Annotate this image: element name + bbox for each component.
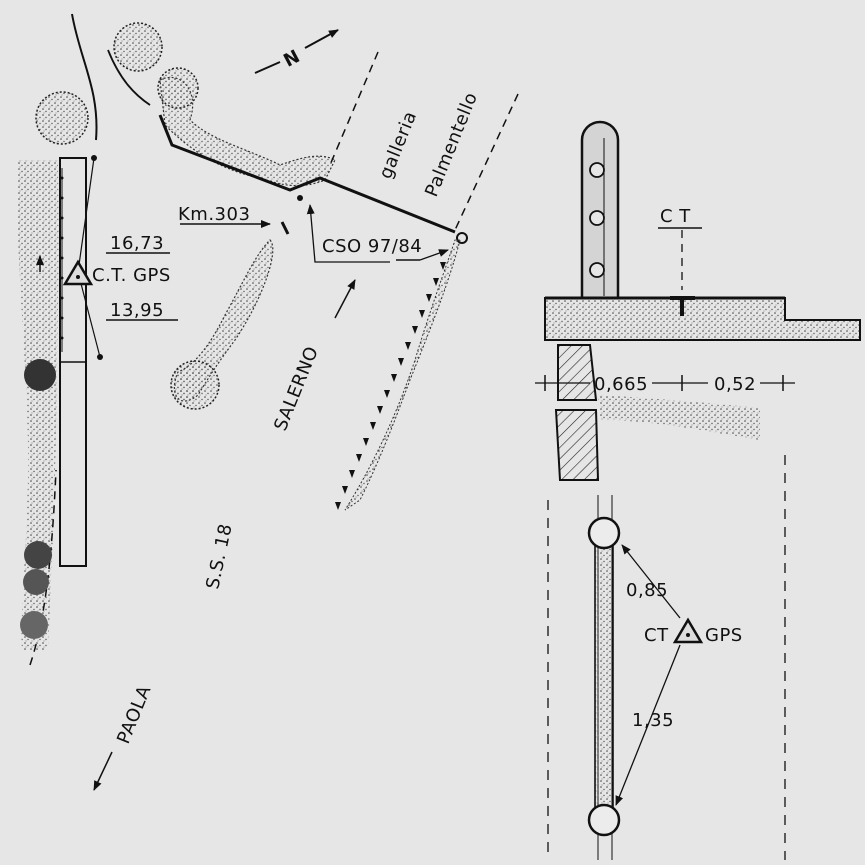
cross-section — [544, 120, 861, 481]
plan-gps-label: GPS — [705, 625, 743, 646]
ct-section-label: C T — [660, 206, 691, 227]
guardrail-top — [158, 114, 456, 234]
road-edge-left-curve — [71, 13, 98, 141]
paola-arrow — [93, 751, 113, 791]
plan-pole-top — [587, 516, 621, 550]
salerno-label: SALERNO — [270, 343, 323, 434]
cso-label: CSO 97/84 — [322, 236, 422, 257]
bush-left-mid — [24, 359, 56, 391]
tunnel-line-2 — [454, 93, 519, 231]
ct-gps-marker-left — [62, 259, 94, 286]
plan-ct-label: CT — [644, 625, 669, 646]
north-arrow — [254, 29, 339, 74]
section-right-dimension: 0,52 — [714, 374, 756, 395]
bush-left-bottom — [20, 541, 52, 639]
north-label: N — [280, 46, 304, 72]
plan-top-dimension: 0,85 — [626, 580, 668, 601]
section-left-dimension: 0,665 — [594, 374, 648, 395]
plan-view — [547, 455, 786, 860]
km-label: Km.303 — [178, 204, 250, 225]
vegetation-strip-left — [17, 160, 59, 650]
road-edge-left-dashed — [29, 469, 57, 666]
ss18-label: S.S. 18 — [202, 522, 236, 591]
galleria-label: galleria — [375, 108, 421, 182]
ct-gps-label-left: C.T. GPS — [92, 265, 171, 286]
paola-label: PAOLA — [113, 682, 155, 747]
wall-scale-ticks — [60, 176, 64, 340]
road-barrier-triangles — [335, 262, 446, 510]
plan-bottom-dimension: 1,35 — [632, 710, 674, 731]
distance-bottom-label: 13,95 — [110, 300, 164, 321]
palmentello-label: Palmentello — [421, 89, 482, 200]
distance-top-label: 16,73 — [110, 233, 164, 254]
section-dimension-line — [535, 375, 795, 391]
plan-pole-bottom — [587, 803, 621, 837]
bush-top-left — [35, 91, 89, 145]
road-edge-top-curve — [107, 49, 151, 106]
vegetation-right-edge — [344, 239, 461, 511]
bush-top-center — [113, 22, 163, 72]
tunnel-line-1 — [329, 51, 379, 166]
